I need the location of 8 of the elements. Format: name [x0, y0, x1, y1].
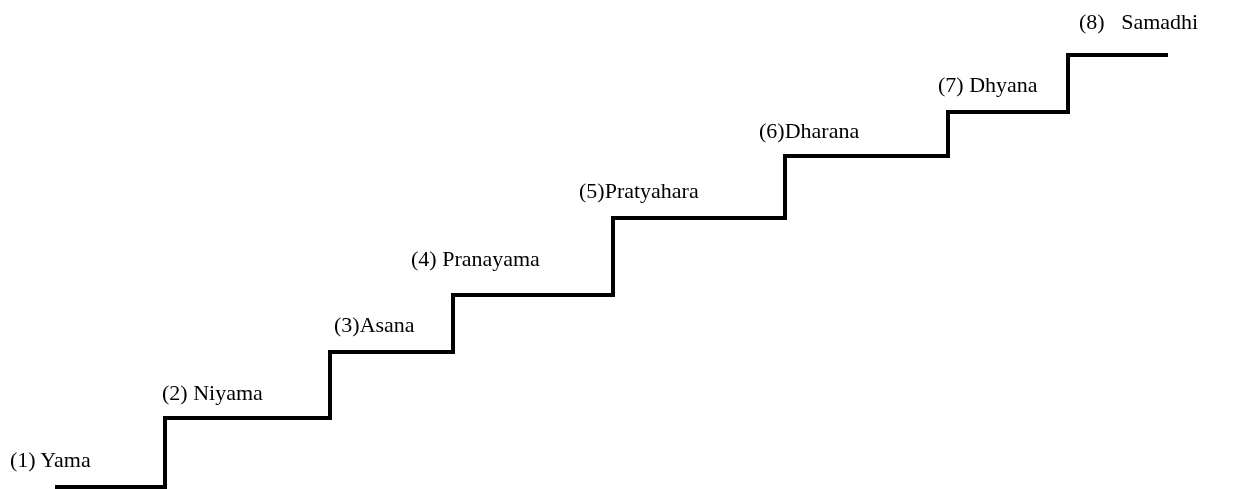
step-label: (2) Niyama — [162, 380, 263, 406]
step-label: (7) Dhyana — [938, 72, 1038, 98]
step-label: (4) Pranayama — [411, 246, 540, 272]
step-label: (1) Yama — [10, 447, 91, 473]
step-label: (3)Asana — [334, 312, 415, 338]
step-label: (5)Pratyahara — [579, 178, 699, 204]
step-label: (6)Dharana — [759, 118, 860, 144]
step-label: (8) Samadhi — [1079, 9, 1199, 35]
